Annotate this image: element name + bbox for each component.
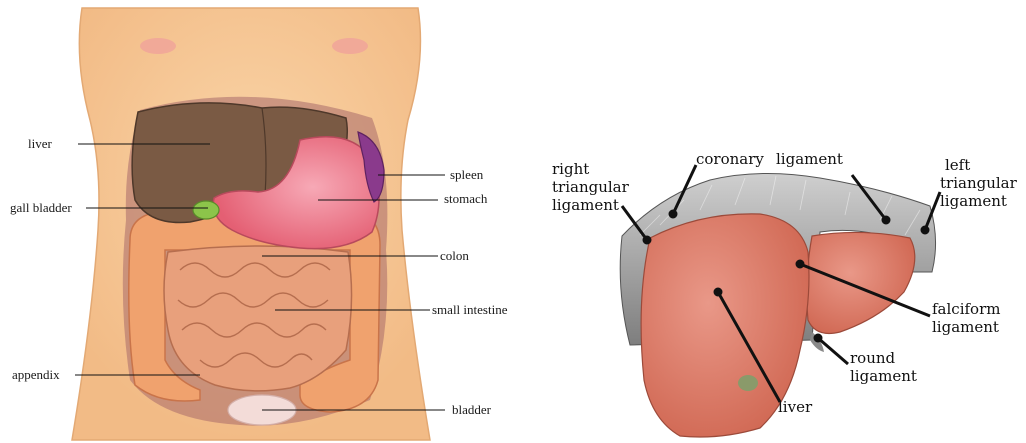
- label-gall-bladder: gall bladder: [10, 200, 72, 215]
- label-appendix: appendix: [12, 367, 60, 382]
- label-coronary-ligament: ligament: [776, 150, 843, 168]
- small-intestine-shape: [164, 246, 352, 391]
- label-right-triangular-2: triangular: [552, 178, 630, 196]
- label-left-triangular-2: triangular: [940, 174, 1018, 192]
- label-liver: liver: [28, 136, 52, 151]
- label-falciform-1: falciform: [932, 300, 1000, 318]
- label-left-triangular-1: left: [945, 156, 970, 174]
- label-stomach: stomach: [444, 191, 488, 206]
- right-nipple: [332, 38, 368, 54]
- gall-bladder-shape: [193, 201, 219, 219]
- left-nipple: [140, 38, 176, 54]
- label-round-2: ligament: [850, 367, 917, 385]
- left-lobe-shape: [807, 232, 915, 333]
- label-bladder: bladder: [452, 402, 492, 417]
- label-colon: colon: [440, 248, 469, 263]
- abdomen-illustration: liver gall bladder appendix spleen stoma…: [10, 8, 508, 440]
- label-right-triangular-3: ligament: [552, 196, 619, 214]
- liver-ligament-illustration: right triangular ligament coronary ligam…: [552, 150, 1018, 437]
- label-right-triangular-1: right: [552, 160, 589, 178]
- label-coronary: coronary: [696, 150, 764, 168]
- gall-bladder-hint: [738, 375, 758, 391]
- label-liver-right: liver: [778, 398, 813, 416]
- label-spleen: spleen: [450, 167, 484, 182]
- label-left-triangular-3: ligament: [940, 192, 1007, 210]
- label-small-intestine: small intestine: [432, 302, 508, 317]
- label-falciform-2: ligament: [932, 318, 999, 336]
- label-round-1: round: [850, 349, 896, 367]
